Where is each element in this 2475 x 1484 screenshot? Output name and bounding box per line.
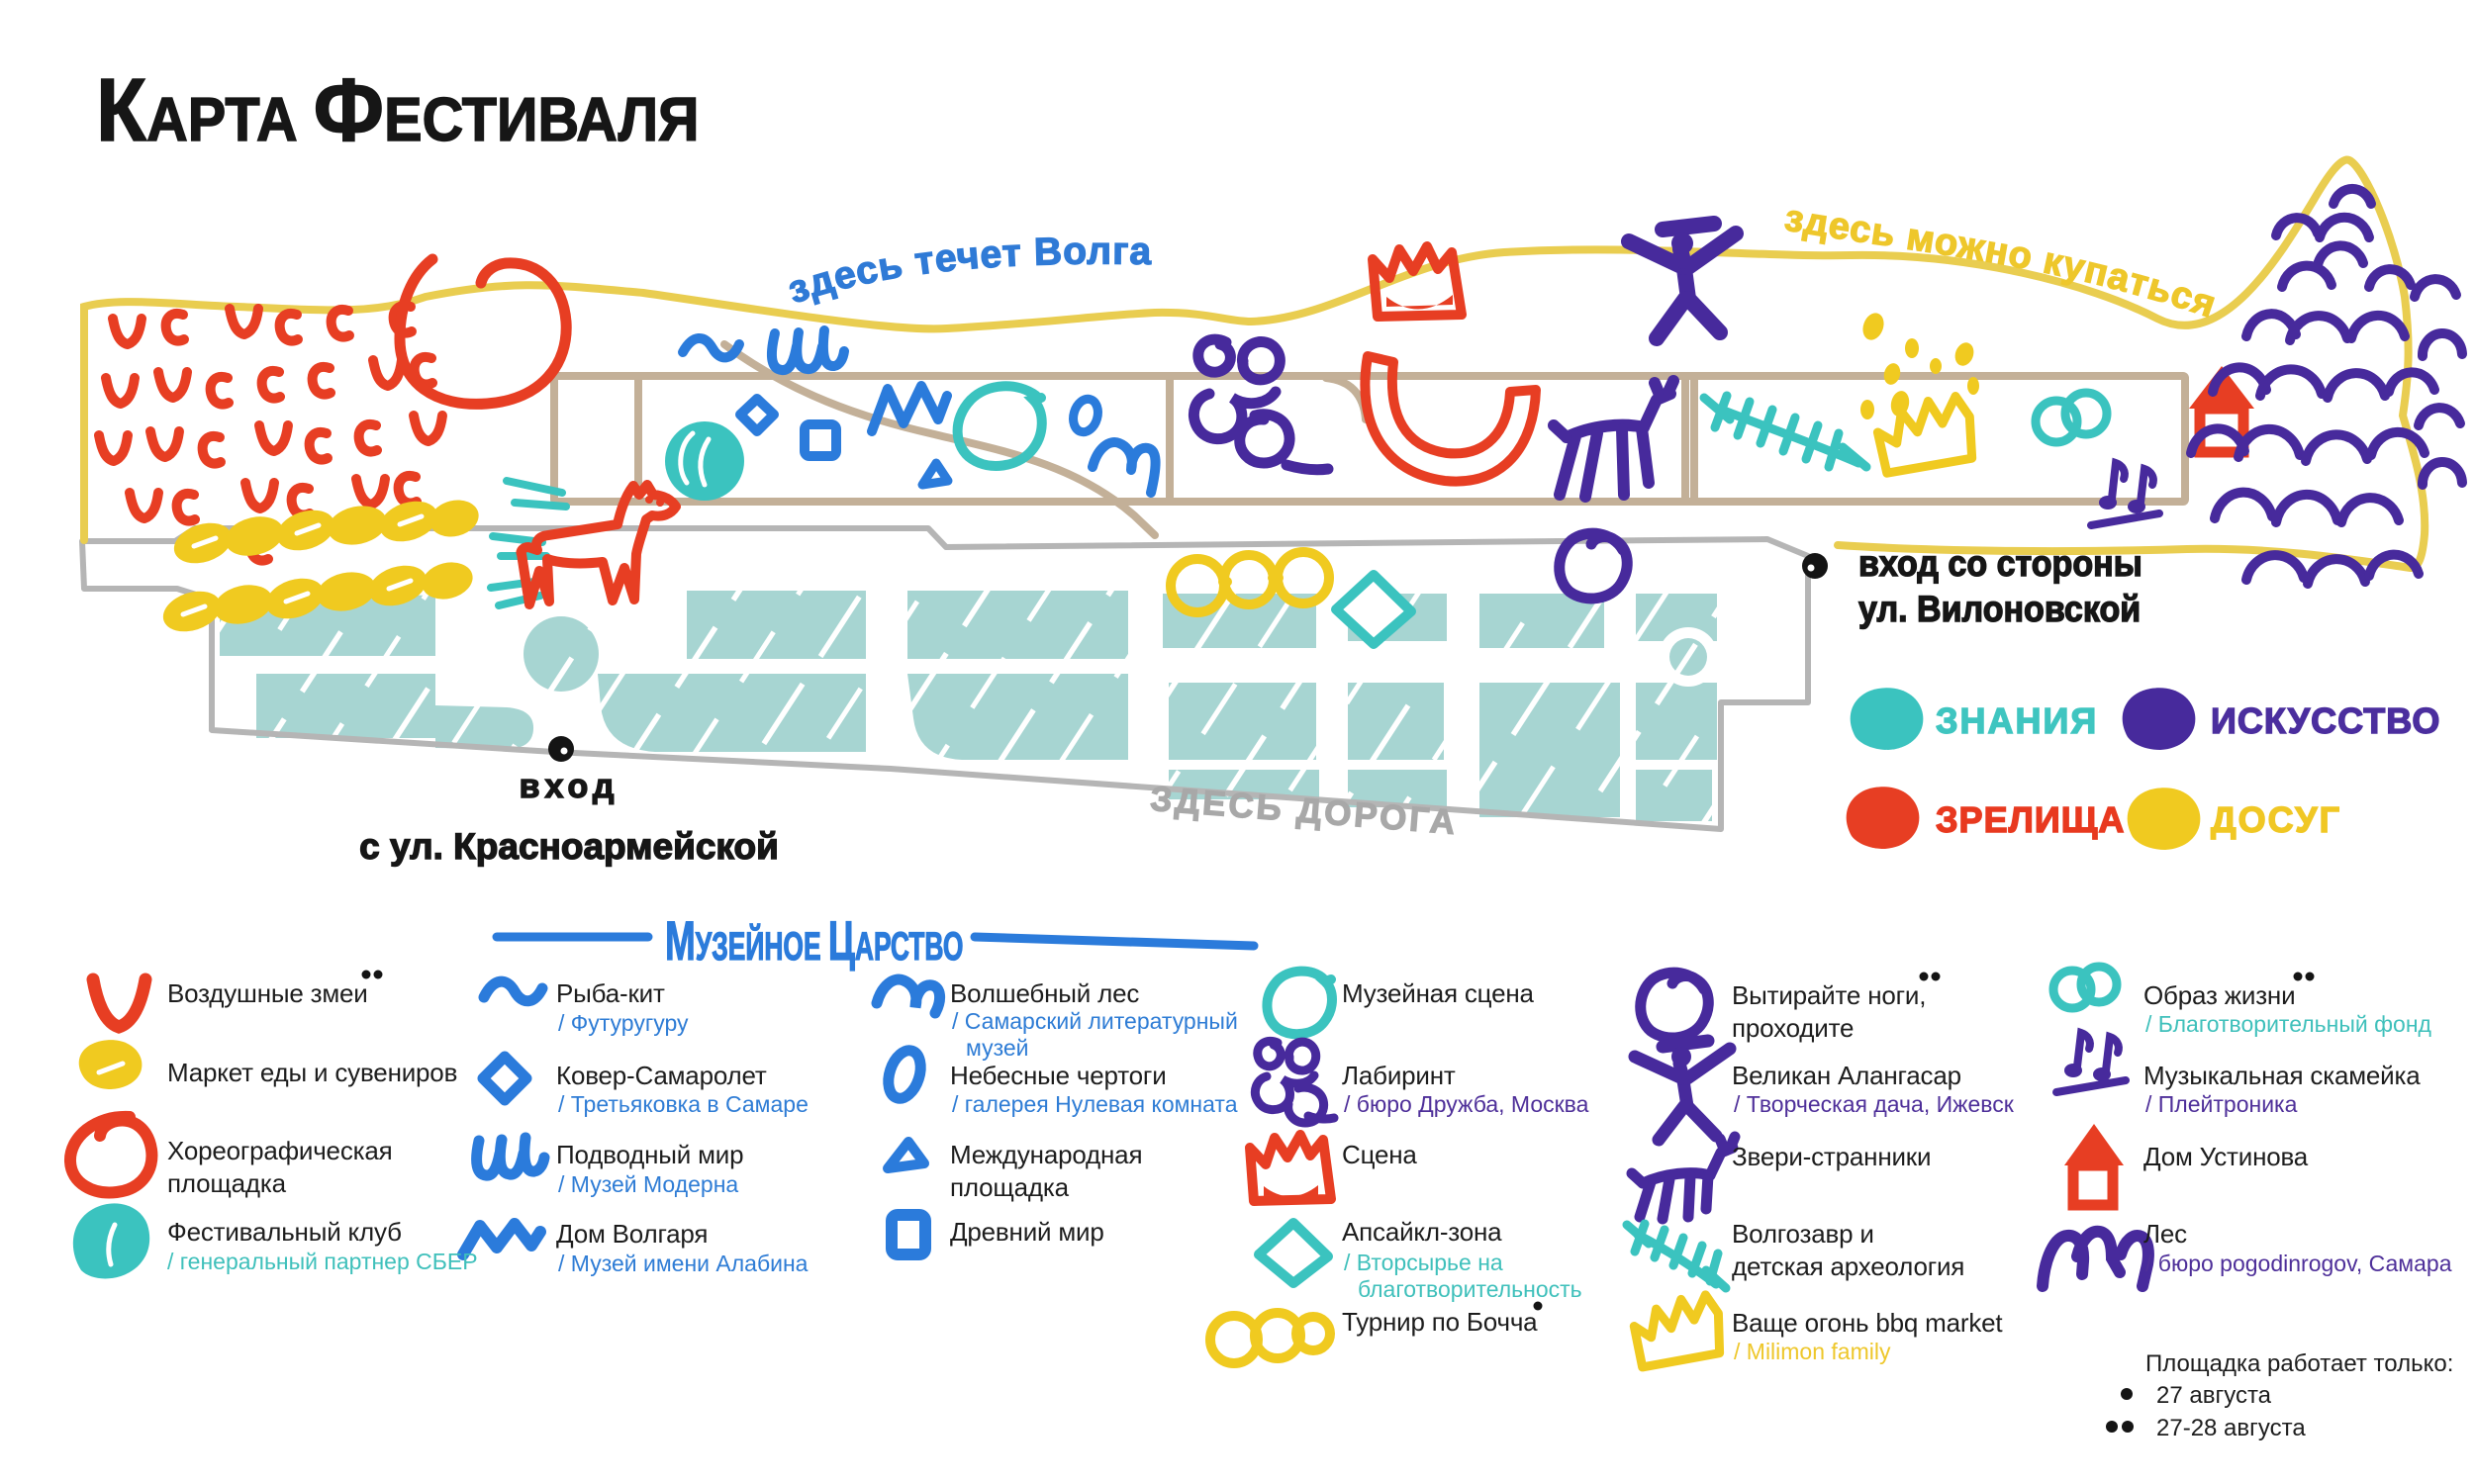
- svg-text:здесь течет Волга: здесь течет Волга: [783, 231, 1152, 313]
- svg-text:здесь можно купаться: здесь можно купаться: [1782, 197, 2222, 325]
